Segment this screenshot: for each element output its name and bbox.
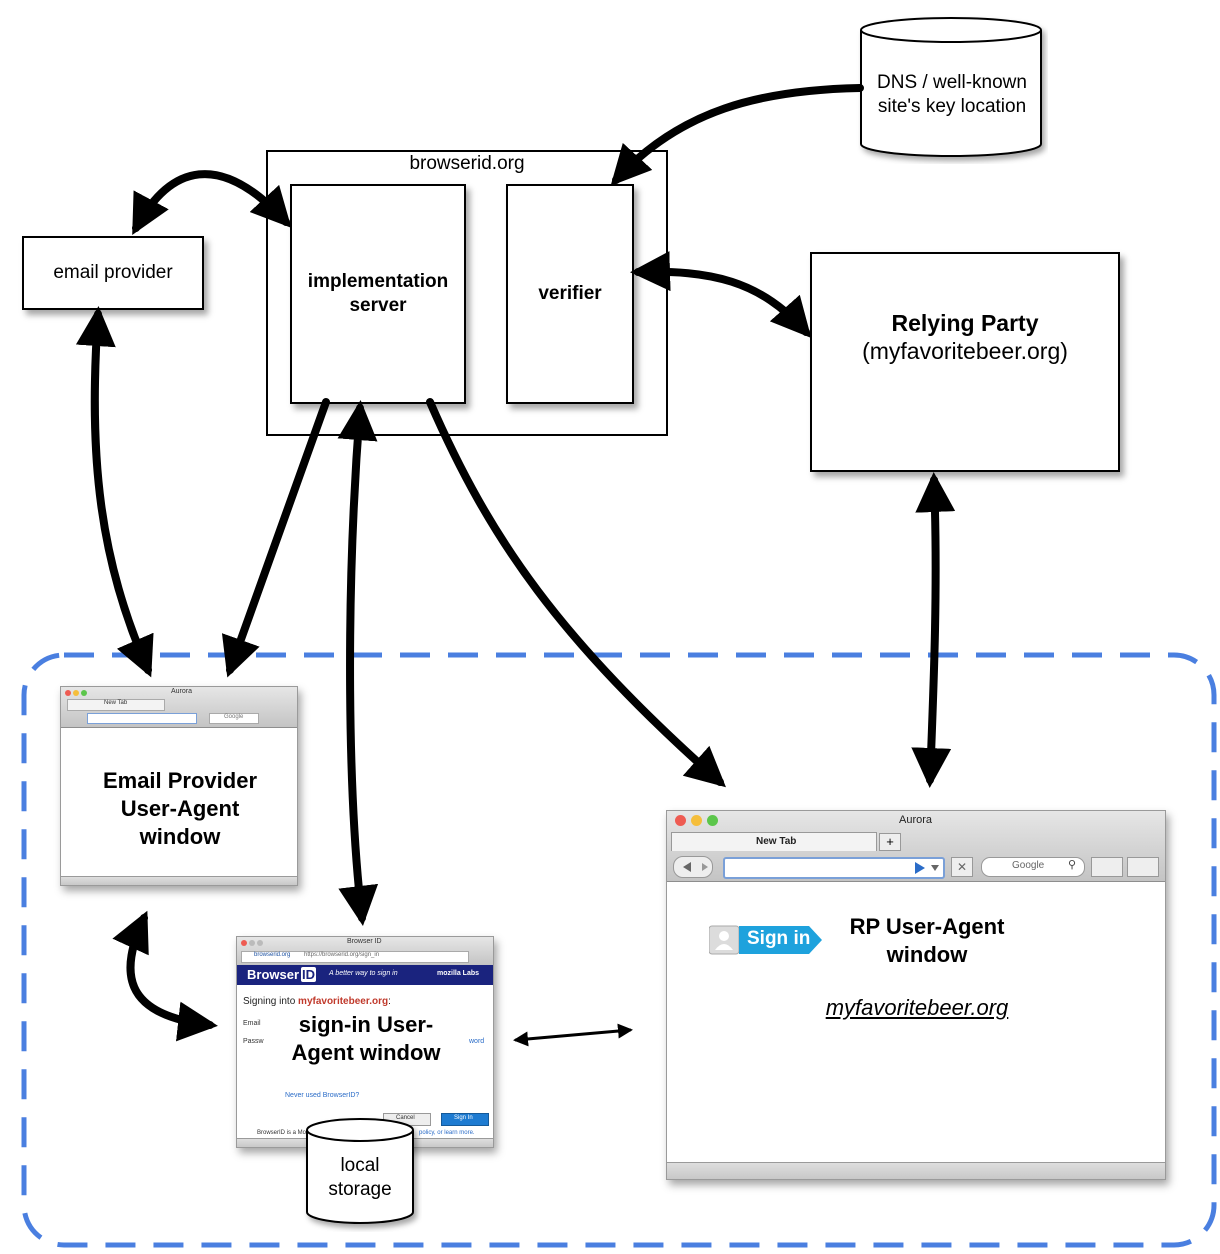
email-window-tab-label: New Tab bbox=[104, 700, 128, 706]
browserid-title: browserid.org bbox=[409, 153, 525, 174]
email-window-urlbar[interactable] bbox=[87, 713, 197, 724]
local-storage-label: local storage bbox=[302, 1154, 418, 1202]
verifier: verifier bbox=[506, 184, 634, 404]
minimize-icon[interactable] bbox=[691, 815, 702, 826]
minimize-icon[interactable] bbox=[249, 940, 255, 946]
email-window-label: Email Provider User-Agent window bbox=[61, 767, 297, 851]
close-icon[interactable] bbox=[675, 815, 686, 826]
rp-window-statusbar bbox=[667, 1162, 1165, 1179]
close-icon[interactable] bbox=[241, 940, 247, 946]
signin-signing-into: Signing into myfavoritebeer.org: bbox=[243, 996, 391, 1007]
signin-forgot-link[interactable]: word bbox=[469, 1038, 485, 1045]
signin-window-urlbar[interactable]: browserid.org https://browserid.org/sign… bbox=[241, 951, 469, 963]
zoom-icon[interactable] bbox=[707, 815, 718, 826]
rp-sign-in-button[interactable]: Sign in bbox=[708, 925, 823, 955]
local-storage-line1: local bbox=[340, 1155, 380, 1176]
go-icon bbox=[915, 862, 939, 874]
signin-brand-id: ID bbox=[301, 967, 317, 982]
signin-window-line2: Agent window bbox=[291, 1040, 441, 1065]
rp-window-label: RP User-Agent window bbox=[827, 913, 1027, 969]
verifier-label: verifier bbox=[538, 283, 602, 304]
sign-in-button-label: Sign in bbox=[747, 928, 811, 949]
rp-window-line1: RP User-Agent bbox=[849, 914, 1005, 939]
signing-prefix: Signing into bbox=[243, 996, 299, 1007]
dns-label: DNS / well-known site's key location bbox=[856, 71, 1048, 119]
relying-party-subtitle: (myfavoritebeer.org) bbox=[862, 338, 1068, 364]
rp-window-line2: window bbox=[886, 942, 968, 967]
relying-party: Relying Party (myfavoritebeer.org) bbox=[810, 252, 1120, 472]
rp-window-search-label: Google bbox=[1012, 860, 1045, 871]
rp-window-search[interactable]: Google ⚲ bbox=[981, 857, 1085, 877]
implementation-server: implementation server bbox=[290, 184, 466, 404]
rp-window-title: Aurora bbox=[899, 814, 933, 826]
signin-brand-text: Browser bbox=[247, 967, 300, 982]
back-forward-button[interactable] bbox=[673, 856, 713, 878]
sign-in-button-shape bbox=[708, 925, 822, 955]
stop-icon[interactable]: ✕ bbox=[951, 857, 973, 877]
signin-window-title: Browser ID bbox=[347, 938, 382, 945]
signing-site: myfavoritebeer.org bbox=[298, 996, 389, 1007]
email-provider: email provider bbox=[22, 236, 204, 310]
rp-window-tab-label: New Tab bbox=[756, 836, 797, 847]
impl-line1: implementation bbox=[307, 271, 449, 292]
email-window-line1: Email Provider bbox=[102, 768, 258, 793]
rp-window-chrome: Aurora New Tab + ✕ Google ⚲ bbox=[667, 811, 1165, 882]
email-provider-label: email provider bbox=[53, 262, 173, 283]
bookmark-icon[interactable] bbox=[1127, 857, 1159, 877]
signin-url: https://browserid.org/sign_in bbox=[304, 952, 380, 958]
local-storage-line2: storage bbox=[328, 1179, 392, 1200]
rp-window-tab[interactable]: New Tab bbox=[671, 832, 877, 851]
email-window-line2: User-Agent bbox=[120, 796, 240, 821]
signin-labs: mozilla Labs bbox=[437, 970, 480, 977]
addon-icon[interactable] bbox=[1091, 857, 1123, 877]
relying-party-title: Relying Party bbox=[891, 310, 1039, 336]
signin-window-chrome: Browser ID browserid.org https://browser… bbox=[237, 937, 493, 966]
signin-submit-button[interactable]: Sign In bbox=[441, 1113, 489, 1126]
impl-line2: server bbox=[349, 295, 407, 316]
dns-line1: DNS / well-known bbox=[877, 72, 1027, 93]
email-window-chrome: Aurora New Tab Google bbox=[61, 687, 297, 728]
signin-window-line1: sign-in User- bbox=[298, 1012, 434, 1037]
local-storage-cylinder bbox=[306, 1118, 414, 1224]
signin-never-used-link[interactable]: Never used BrowserID? bbox=[285, 1092, 360, 1099]
dns-line2: site's key location bbox=[877, 96, 1027, 117]
signin-url-site: browserid.org bbox=[254, 952, 291, 958]
email-provider-window: Aurora New Tab Google Email Provider Use… bbox=[60, 686, 298, 886]
zoom-icon[interactable] bbox=[81, 690, 87, 696]
signin-footer-right: policy, or learn more. bbox=[419, 1130, 475, 1136]
rp-window-link[interactable]: myfavoritebeer.org bbox=[825, 995, 1009, 1020]
rp-window-urlbar[interactable] bbox=[723, 857, 945, 879]
signing-suffix: : bbox=[388, 996, 391, 1007]
new-tab-button[interactable]: + bbox=[879, 833, 901, 851]
back-icon bbox=[683, 862, 708, 872]
rp-window: Aurora New Tab + ✕ Google ⚲ Sign in RP U… bbox=[666, 810, 1166, 1180]
signin-footer-left: BrowserID is a Mo bbox=[257, 1130, 307, 1136]
close-icon[interactable] bbox=[65, 690, 71, 696]
email-window-search[interactable]: Google bbox=[209, 713, 259, 724]
email-window-search-label: Google bbox=[224, 714, 244, 720]
email-window-tab[interactable]: New Tab bbox=[67, 699, 165, 711]
signin-submit-label: Sign In bbox=[454, 1115, 473, 1121]
signin-tagline: A better way to sign in bbox=[329, 970, 398, 977]
dns-cylinder bbox=[860, 17, 1042, 157]
signin-email-label: Email bbox=[243, 1020, 261, 1027]
email-window-title: Aurora bbox=[171, 688, 193, 695]
email-window-statusbar bbox=[61, 876, 297, 885]
signin-window-label: sign-in User- Agent window bbox=[257, 1011, 475, 1067]
minimize-icon[interactable] bbox=[73, 690, 79, 696]
signin-cancel-label: Cancel bbox=[396, 1115, 415, 1121]
search-icon: ⚲ bbox=[1068, 859, 1077, 871]
zoom-icon[interactable] bbox=[257, 940, 263, 946]
email-window-line3: window bbox=[139, 824, 221, 849]
signin-window: Browser ID browserid.org https://browser… bbox=[236, 936, 494, 1148]
signin-password-label: Passw bbox=[243, 1038, 264, 1045]
